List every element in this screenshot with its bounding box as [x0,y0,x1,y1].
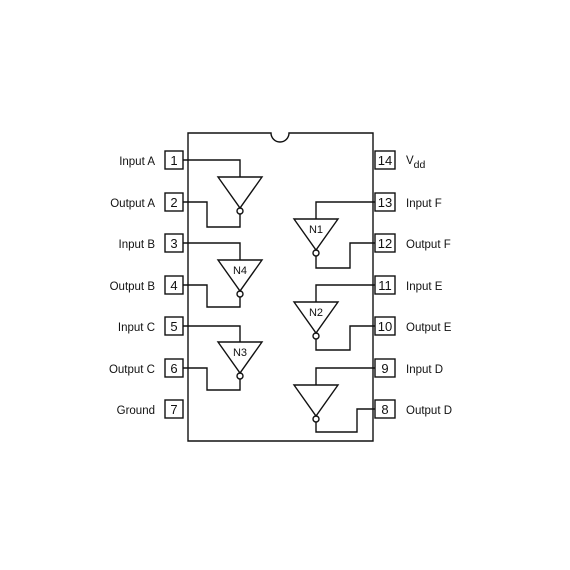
pin-label: Output E [406,322,452,334]
inverter-gate-f: N1 [292,201,375,269]
pin-9: 9 Input D [374,358,443,378]
inverter-gate-e: N2 [292,284,375,351]
pin-label: Input B [119,239,156,251]
svg-text:4: 4 [170,278,177,293]
svg-text:10: 10 [378,319,392,334]
svg-text:14: 14 [378,153,392,168]
pin-4: 4 Output B [110,275,184,295]
pin-label: Output A [110,198,155,210]
svg-text:1: 1 [170,153,177,168]
gate-label-n2: N2 [309,307,323,319]
pin-2: 2 Output A [110,192,184,212]
pin-label: Output C [109,364,155,376]
pin-label: Input C [118,322,155,334]
pin-label: Input A [119,156,155,168]
pin-5: 5 Input C [118,316,184,336]
svg-text:12: 12 [378,236,392,251]
inverter-gate-c: N3 [183,325,264,391]
gate-label-n1: N1 [309,224,323,236]
pin-label: Input D [406,364,443,376]
pin-6: 6 Output C [109,358,184,378]
pin-7: 7 Ground [117,399,184,419]
pin-10: 10 Output E [374,316,452,336]
svg-text:5: 5 [170,319,177,334]
gate-label-n3: N3 [233,347,247,359]
pin-label: Input F [406,198,442,210]
pin-label: Output B [110,281,156,293]
svg-text:9: 9 [381,361,388,376]
pin-12: 12 Output F [374,233,451,253]
pin-1: 1 Input A [119,150,184,170]
svg-text:7: 7 [170,402,177,417]
svg-text:3: 3 [170,236,177,251]
pin-14: 14 Vdd [374,150,426,171]
svg-text:11: 11 [378,278,392,293]
pin-8: 8 Output D [374,399,452,419]
pin-label: Output D [406,405,452,417]
pin-3: 3 Input B [119,233,184,253]
svg-text:6: 6 [170,361,177,376]
svg-text:8: 8 [381,402,388,417]
svg-text:2: 2 [170,195,177,210]
gate-label-n4: N4 [233,265,247,277]
pin-label: Ground [117,405,155,417]
pin-11: 11 Input E [374,275,443,295]
pin-label: Input E [406,281,443,293]
pin-label-vdd: Vdd [406,155,426,171]
inverter-gate-a [183,159,264,228]
pin-label: Output F [406,239,451,251]
inverter-gate-d [292,367,375,433]
inverter-gate-b: N4 [183,242,264,308]
pin-13: 13 Input F [374,192,442,212]
chip-body [187,132,374,442]
svg-text:13: 13 [378,195,392,210]
